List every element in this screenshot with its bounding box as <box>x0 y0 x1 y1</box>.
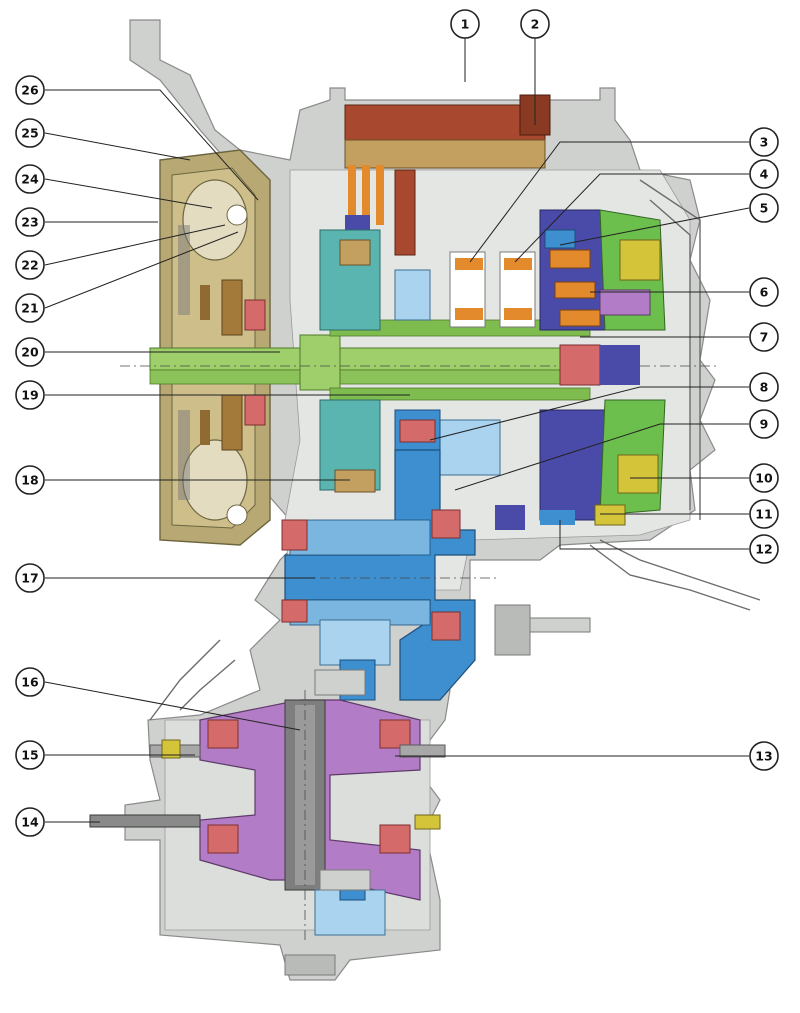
leader-3 <box>469 141 749 263</box>
planetary-gear-sets <box>319 209 666 530</box>
callout-20: 20 <box>15 337 45 367</box>
callout-5-label: 5 <box>760 201 769 216</box>
callout-3-label: 3 <box>760 135 769 150</box>
callout-12: 12 <box>749 534 779 564</box>
callout-9-label: 9 <box>760 417 769 432</box>
leader-26 <box>45 89 259 201</box>
leader-25 <box>44 132 191 161</box>
callout-14: 14 <box>15 807 45 837</box>
leader-24 <box>44 178 213 209</box>
callout-23: 23 <box>15 207 45 237</box>
callout-26-label: 26 <box>21 83 39 98</box>
callout-18-label: 18 <box>21 473 38 488</box>
callout-4-label: 4 <box>760 167 769 182</box>
callout-18: 18 <box>15 465 45 495</box>
callout-20-label: 20 <box>21 345 39 360</box>
callout-5: 5 <box>749 193 779 223</box>
callout-23-label: 23 <box>21 215 38 230</box>
callout-15: 15 <box>15 740 45 770</box>
leader-12 <box>559 520 749 550</box>
upper-clutch-pack <box>344 94 551 256</box>
callout-8-label: 8 <box>760 380 769 395</box>
callout-6-label: 6 <box>760 285 769 300</box>
leader-9 <box>454 423 749 491</box>
callout-22: 22 <box>15 250 45 280</box>
callout-11-label: 11 <box>755 507 772 522</box>
callout-7-label: 7 <box>760 330 769 345</box>
leader-16 <box>44 681 301 731</box>
leader-5 <box>559 207 750 246</box>
callout-leader-lines <box>44 38 750 823</box>
leader-8 <box>429 386 749 441</box>
callout-21-label: 21 <box>21 301 38 316</box>
callout-14-label: 14 <box>21 815 39 830</box>
leader-21 <box>44 231 239 309</box>
callout-15-label: 15 <box>21 748 38 763</box>
callout-26: 26 <box>15 75 45 105</box>
callout-22-label: 22 <box>21 258 38 273</box>
leader-4 <box>514 173 749 263</box>
callout-8: 8 <box>749 372 779 402</box>
callout-6: 6 <box>749 277 779 307</box>
callout-19-label: 19 <box>21 388 38 403</box>
callout-12-label: 12 <box>755 542 772 557</box>
callout-24: 24 <box>15 164 45 194</box>
callout-7: 7 <box>749 322 779 352</box>
callout-25: 25 <box>15 118 45 148</box>
callout-10: 10 <box>749 463 779 493</box>
callout-10-label: 10 <box>755 471 773 486</box>
callout-16-label: 16 <box>21 675 39 690</box>
callout-13-label: 13 <box>755 749 772 764</box>
callout-17: 17 <box>15 563 45 593</box>
callout-1: 1 <box>450 9 480 39</box>
differential <box>89 669 446 940</box>
callout-2: 2 <box>520 9 550 39</box>
callout-11: 11 <box>749 499 779 529</box>
callout-25-label: 25 <box>21 126 38 141</box>
callout-1-label: 1 <box>461 17 470 32</box>
leader-22 <box>44 224 226 266</box>
callout-24-label: 24 <box>21 172 39 187</box>
callout-9: 9 <box>749 409 779 439</box>
callout-16: 16 <box>15 667 45 697</box>
callout-13: 13 <box>749 741 779 771</box>
callout-2-label: 2 <box>531 17 540 32</box>
callout-3: 3 <box>749 127 779 157</box>
callout-21: 21 <box>15 293 45 323</box>
callout-19: 19 <box>15 380 45 410</box>
callout-17-label: 17 <box>21 571 38 586</box>
callout-markers: 1 2 3 4 5 6 7 8 <box>15 9 779 837</box>
callout-4: 4 <box>749 159 779 189</box>
